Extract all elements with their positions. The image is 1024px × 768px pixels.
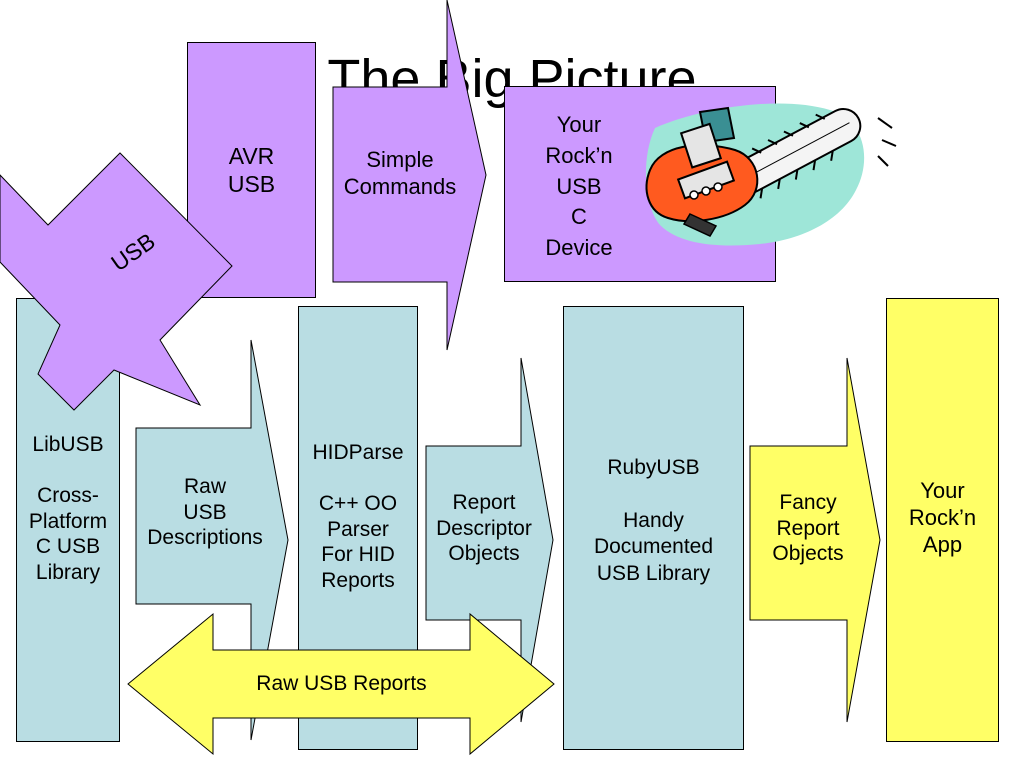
simple-commands-label: Simple Commands	[343, 147, 457, 199]
avr-usb-label: AVR USB	[227, 143, 276, 198]
raw-usb-descriptions-label: Raw USB Descriptions	[147, 475, 263, 550]
report-descriptor-objects-label: Report Descriptor Objects	[436, 491, 532, 566]
report-descriptor-objects-arrow	[425, 357, 554, 723]
app-label: Your Rock’n App	[908, 478, 977, 557]
raw-usb-reports-label: Raw USB Reports	[256, 672, 427, 695]
libusb-label: LibUSB Cross- Platform C USB Library	[28, 433, 108, 585]
hidparse-label: HIDParse C++ OO Parser For HID Reports	[312, 441, 404, 593]
raw-usb-descriptions-arrow	[135, 339, 289, 741]
fancy-report-objects-arrow	[749, 357, 881, 723]
simple-commands-arrow	[332, 0, 487, 351]
rubyusb-label: RubyUSB Handy Documented USB Library	[593, 456, 714, 585]
app-block	[886, 298, 999, 742]
rubyusb-block	[563, 306, 744, 750]
fancy-report-objects-label: Fancy Report Objects	[772, 491, 844, 566]
device-label: Your Rock’n USB C Device	[545, 112, 613, 261]
raw-usb-reports-arrow	[127, 612, 555, 756]
usb-callout	[0, 152, 233, 411]
